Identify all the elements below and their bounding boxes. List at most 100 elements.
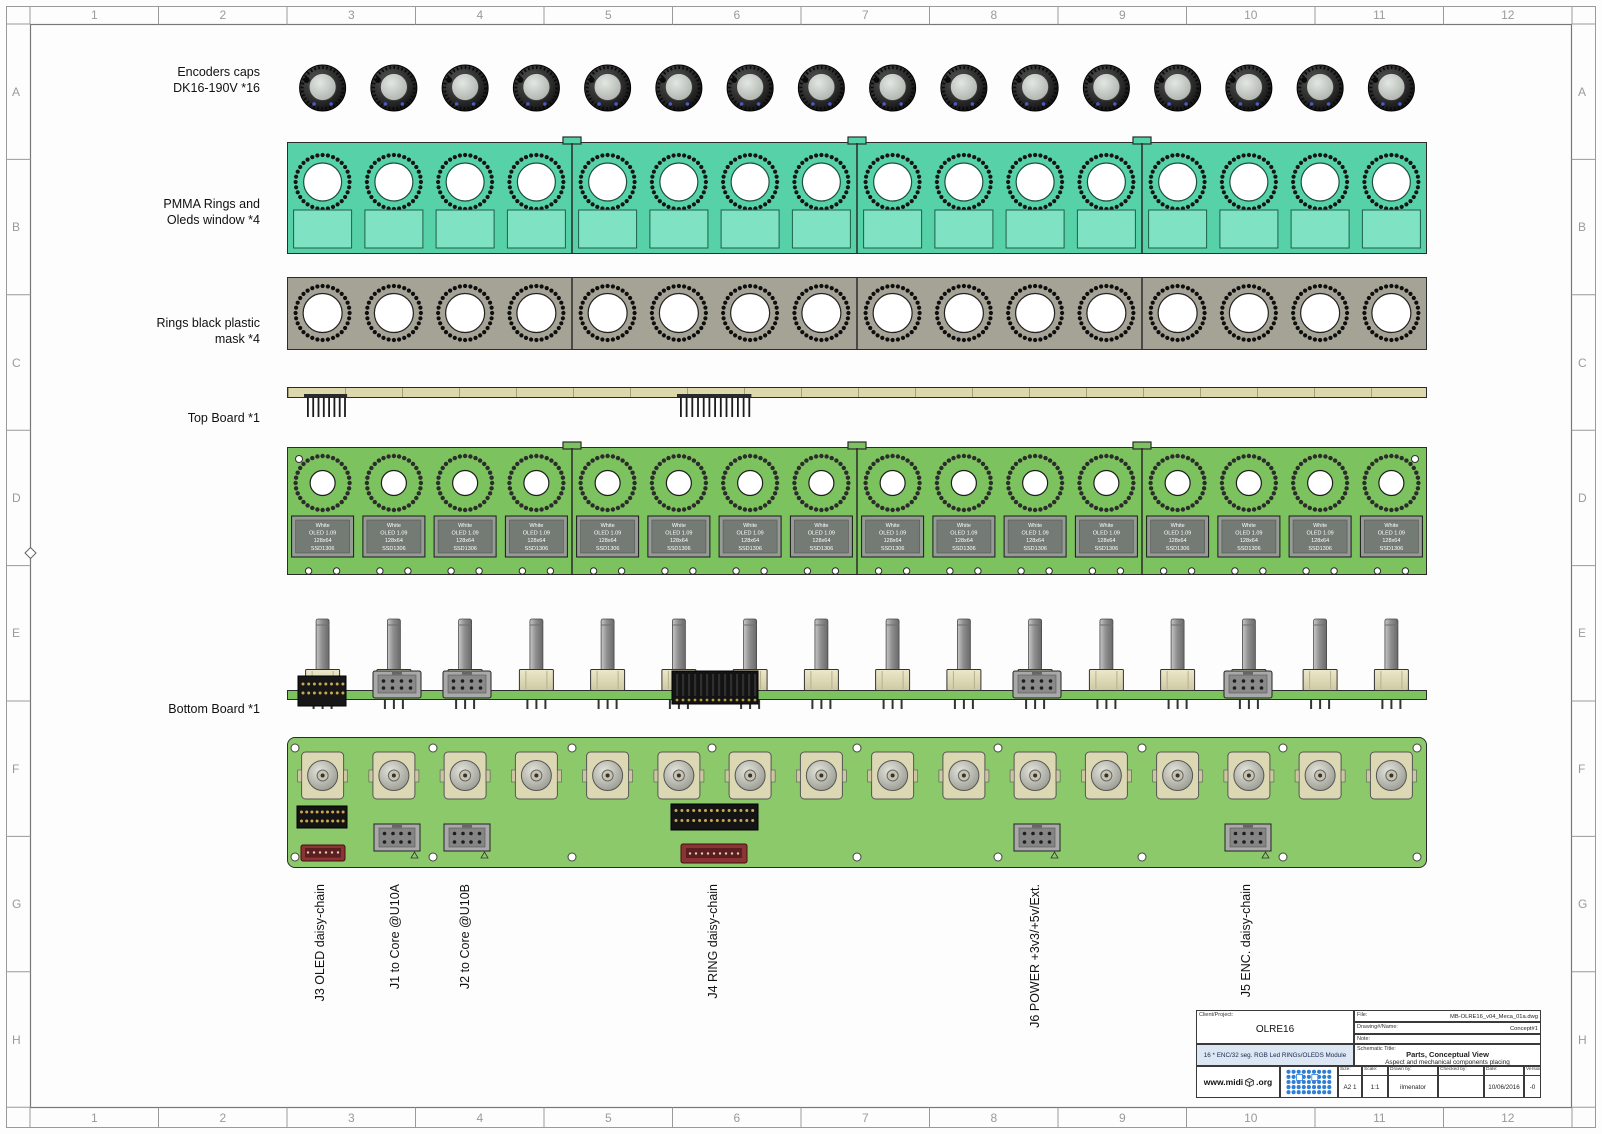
label-bottom-board: Bottom Board *1 [50,701,260,717]
tb-file-label: File: [1357,1012,1368,1018]
ruler-letter-left: A [12,84,21,99]
label-line: DK16-190V *16 [173,81,260,96]
top-board-edge-view [287,387,1427,398]
encoder-cap [940,64,988,112]
section-marker [24,546,37,560]
tb-title-line2: Aspect and mechanical components placing [1385,1058,1510,1066]
encoder-cap [726,64,774,112]
tb-date-label: Date: [1485,1067,1523,1076]
tb-drawn-cell: Drawn by: ilmenator [1388,1066,1438,1098]
label-line: Rings black plastic [156,316,260,330]
encoder-caps-row [299,64,1415,112]
pixel-logo-cell [1280,1066,1338,1098]
ruler-letter-right: D [1578,490,1587,505]
tb-drawn-value: ilmenator [1400,1083,1426,1091]
connector-label: J2 to Core @U10B [458,884,472,990]
tb-file-cell: File: MB-OLRE16_v04_Meca_01a.dwg [1354,1010,1541,1022]
encoder-cap [1225,64,1273,112]
tb-date-value: 10/06/2016 [1488,1083,1520,1091]
tb-version-label: Version: [1525,1067,1540,1076]
ruler-letter-left: F [12,761,20,776]
label-line: Encoders caps [177,65,260,79]
encoder-cap [512,64,560,112]
encoder-cap [1154,64,1202,112]
ruler-number-bottom: 11 [1373,1111,1386,1125]
ruler-number-top: 10 [1244,8,1258,22]
ruler-number-top: 1 [90,8,98,22]
encoder-cap [1367,64,1415,112]
ruler-number-top: 3 [347,8,355,22]
ruler-letter-right: A [1578,84,1587,99]
ruler-letter-right: E [1578,626,1587,641]
tb-drawing-cell: Drawing#/Name: Concept#1 [1354,1022,1541,1034]
encoder-cap [1082,64,1130,112]
connector-label: J5 ENC. daisy-chain [1239,884,1253,998]
ruler-letter-left: B [12,220,21,235]
pixel-logo [1286,1069,1332,1095]
tb-project-name: OLRE16 [1255,1024,1295,1035]
ruler-number-top: 8 [990,8,998,22]
ruler-letter-left: D [12,490,21,505]
ruler-number-top: 5 [604,8,612,22]
tb-client-label: Client/Project: [1199,1012,1234,1018]
pmma-rings-board [287,142,1427,254]
encoder-cap [370,64,418,112]
ruler-number-top: 11 [1373,8,1386,22]
website-suffix: .org [1256,1077,1273,1087]
label-line: Bottom Board *1 [168,702,260,716]
tb-drawing-value: Concept#1 [1509,1025,1538,1032]
tb-drawing-label: Drawing#/Name: [1357,1024,1398,1030]
tb-note-label: Note: [1357,1036,1371,1042]
encoder-cap [655,64,703,112]
ruler-number-top: 6 [733,8,741,22]
label-line: mask *4 [214,332,260,347]
bottom-board-edge-view [287,690,1427,700]
tb-size-cell: Size: A2 1 [1338,1066,1362,1098]
ruler-number-top: 2 [219,8,227,22]
ruler-letter-left: C [12,355,21,370]
tb-drawn-label: Drawn by: [1389,1067,1437,1076]
label-line: Top Board *1 [187,411,260,425]
encoder-cap [441,64,489,112]
ruler-letter-right: G [1578,897,1588,912]
ruler-number-bottom: 12 [1501,1111,1515,1125]
tb-note-cell: Note: [1354,1034,1541,1044]
encoder-cap [797,64,845,112]
tb-size-label: Size: [1339,1067,1361,1076]
connector-label: J1 to Core @U10A [388,884,402,990]
ruler-letter-left: G [12,897,22,912]
title-block: Client/Project: OLRE16 16 * ENC/32 seg. … [1196,1010,1541,1098]
ruler-number-top: 4 [476,8,484,22]
tb-checked-cell: Checked by: [1438,1066,1484,1098]
tb-schematic-title-cell: Schematic Title: Parts, Conceptual View … [1354,1044,1541,1066]
ruler-number-bottom: 7 [861,1111,869,1125]
connector-label: J6 POWER +3v3/+5v/Ext. [1028,884,1042,1028]
tb-checked-label: Checked by: [1439,1067,1483,1076]
connector-label: J4 RING daisy-chain [706,884,720,999]
ruler-letter-left: H [12,1032,21,1047]
ruler-letter-right: B [1578,220,1587,235]
box-icon [1245,1077,1255,1087]
encoder-cap [1296,64,1344,112]
tb-version-cell: Version: -0 [1524,1066,1541,1098]
encoder-cap [299,64,347,112]
ruler-number-top: 12 [1501,8,1515,22]
ruler-number-bottom: 2 [219,1111,227,1125]
tb-scale-value: 1:1 [1370,1083,1380,1091]
tb-website: www.midi .org [1196,1066,1280,1098]
ruler-number-top: 7 [861,8,869,22]
bottom-board-top-view [287,737,1427,868]
label-mask: Rings black plastic mask *4 [50,315,260,348]
label-encoder-caps: Encoders caps DK16-190V *16 [50,64,260,97]
tb-scale-label: Scale: [1363,1067,1387,1076]
ruler-number-bottom: 10 [1244,1111,1258,1125]
ruler-number-bottom: 3 [347,1111,355,1125]
label-top-board: Top Board *1 [50,410,260,426]
tb-scale-cell: Scale: 1:1 [1362,1066,1388,1098]
tb-client-cell: Client/Project: OLRE16 [1196,1010,1354,1044]
tb-size-value: A2 1 [1343,1083,1357,1091]
ruler-letter-right: H [1578,1032,1587,1047]
ruler-letter-right: F [1578,761,1586,776]
label-pmma-rings: PMMA Rings and Oleds window *4 [50,196,260,229]
